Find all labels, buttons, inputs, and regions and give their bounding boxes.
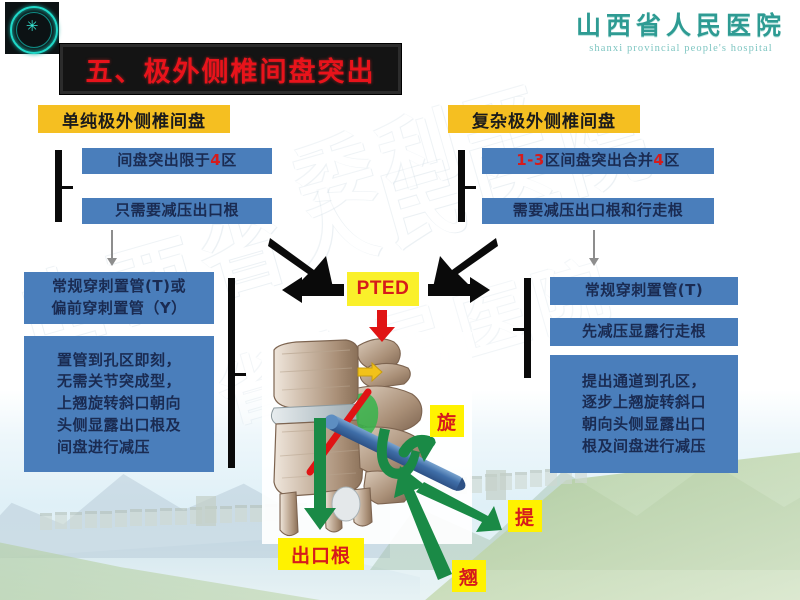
black-diagonal-arrow-icon-right <box>412 236 498 298</box>
tag-lift: 提 <box>508 500 542 532</box>
brand-name-cn: 山西省人民医院 <box>575 11 786 40</box>
tag-exiting-root: 出口根 <box>278 538 364 570</box>
right-criteria-bracket <box>458 150 476 222</box>
hospital-brand: 山西省人民医院 shanxi provincial people's hospi… <box>576 6 786 54</box>
black-diagonal-arrow-icon-left <box>268 236 354 298</box>
right-criteria-box-1: 1-3区间盘突出合并4区 <box>482 148 714 174</box>
left-criteria-box-2: 只需要减压出口根 <box>82 198 272 224</box>
black-left-arrow-icon <box>282 277 344 303</box>
tag-rotate: 旋 <box>430 405 464 437</box>
right-step-box-1: 常规穿刺置管(T) <box>550 277 738 305</box>
right-connector-arrow <box>586 230 602 268</box>
right-steps-bracket-upper <box>513 278 531 378</box>
right-criteria-box-2: 需要减压出口根和行走根 <box>482 198 714 224</box>
left-criteria-box-1: 间盘突出限于4区 <box>82 148 272 174</box>
left-connector-arrow <box>104 230 120 268</box>
left-criteria-bracket <box>55 150 73 222</box>
black-right-arrow-icon <box>428 277 490 303</box>
left-column-heading: 单纯极外侧椎间盘 <box>38 105 230 133</box>
tag-tilt: 翘 <box>452 560 486 592</box>
left-step-box-1: 常规穿刺置管(T)或偏前穿刺置管（Y） <box>24 272 214 324</box>
hospital-dove-emblem-icon: ✳ <box>5 2 59 54</box>
right-step-box-2: 先减压显露行走根 <box>550 318 738 346</box>
right-column-heading: 复杂极外侧椎间盘 <box>448 105 640 133</box>
pted-label-box: PTED <box>347 272 419 306</box>
slide-title-banner: 五、极外侧椎间盘突出 <box>60 44 401 94</box>
right-step-box-3: 提出通道到孔区，逐步上翘旋转斜口朝向头侧显露出口根及间盘进行减压 <box>550 355 738 473</box>
page-title: 五、极外侧椎间盘突出 <box>85 56 376 88</box>
brand-name-en: shanxi provincial people's hospital <box>589 43 773 54</box>
red-down-arrow-icon <box>368 310 396 347</box>
left-steps-bracket <box>228 278 246 468</box>
lumbar-vertebra-lateral-illustration <box>262 332 492 562</box>
pted-label: PTED <box>356 278 410 299</box>
left-step-box-2: 置管到孔区即刻，无需关节突成型，上翘旋转斜口朝向头侧显露出口根及间盘进行减压 <box>24 336 214 472</box>
